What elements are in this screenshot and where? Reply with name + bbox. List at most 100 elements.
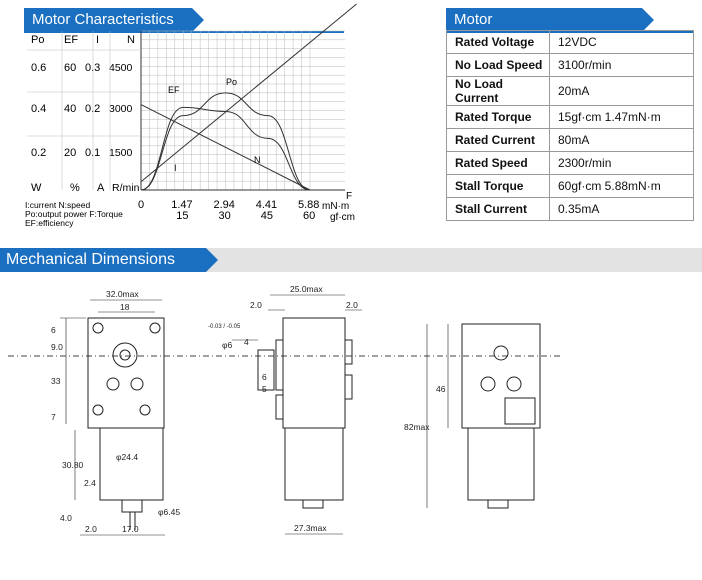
series-label-n: N xyxy=(254,155,261,165)
po-tick: 0.2 xyxy=(31,147,46,159)
x-tick-mnm: 0 xyxy=(138,199,144,211)
col-header-po: Po xyxy=(31,34,44,46)
terminal-side xyxy=(302,499,324,509)
x-tick-mnm: 4.41 xyxy=(256,199,277,211)
dimension-labels: 32.0max 18 6 9.0 33 7 30.80 2.4 4.0 2.0 … xyxy=(51,284,446,534)
x-tick-mnm: 2.94 xyxy=(214,199,235,211)
col-header-i: I xyxy=(96,34,99,46)
dim-label: 6 xyxy=(262,372,267,382)
x-tick-mnm: 1.47 xyxy=(171,199,192,211)
x-unit-f: F xyxy=(346,191,352,202)
series-label-po: Po xyxy=(226,77,237,87)
spec-label: Rated Current xyxy=(446,128,550,152)
x-tick-mnm: 5.88 xyxy=(298,199,319,211)
spec-label: Rated Torque xyxy=(446,105,550,129)
shaft xyxy=(119,349,131,361)
mount-hole xyxy=(92,322,104,334)
n-tick: 1500 xyxy=(109,147,133,159)
dim-label: φ24.4 xyxy=(116,452,138,462)
spec-label: No Load Speed xyxy=(446,53,550,77)
dim-label: 7 xyxy=(51,412,56,422)
i-tick: 0.3 xyxy=(85,62,100,74)
legend-line: EF:efficiency xyxy=(25,218,74,228)
unit-n: R/min xyxy=(112,182,140,194)
series-label-i: I xyxy=(174,163,177,173)
dim-label: 5 xyxy=(262,384,267,394)
dim-label: 6 xyxy=(51,325,56,335)
chart-grid xyxy=(27,30,345,191)
ef-tick: 20 xyxy=(64,147,76,159)
x-tick-gfcm: 15 xyxy=(176,210,188,222)
spec-label: Stall Torque xyxy=(446,174,550,198)
gearbox-rear xyxy=(461,323,541,429)
x-tick-gfcm: 30 xyxy=(219,210,231,222)
unit-ef: % xyxy=(70,182,80,194)
gearbox-side xyxy=(282,317,346,429)
legend-line: Po:output power F:Torque xyxy=(25,209,123,219)
hole xyxy=(493,345,509,361)
rear-view xyxy=(426,323,541,509)
dim-label: 25.0max xyxy=(290,284,323,294)
section-title-text: Mechanical Dimensions xyxy=(6,251,175,268)
dim-label: 18 xyxy=(120,302,130,312)
dim-label: φ6.45 xyxy=(158,507,180,517)
gearbox-front xyxy=(87,317,165,429)
characteristics-chart: Po EF I N 0.6 0.4 0.2 60 40 20 0.3 0.2 0… xyxy=(25,3,357,228)
hole xyxy=(130,377,144,391)
motor-rear xyxy=(467,427,535,501)
dim-label: 33 xyxy=(51,376,61,386)
po-tick: 0.6 xyxy=(31,62,46,74)
col-header-ef: EF xyxy=(64,34,78,46)
series-po xyxy=(140,92,311,191)
dim-label: 2.0 xyxy=(250,300,262,310)
mechanical-drawings xyxy=(8,294,560,536)
dim-label: 4.0 xyxy=(60,513,72,523)
spec-label: Rated Voltage xyxy=(446,30,550,54)
dim-label: 17.0 xyxy=(122,524,139,534)
motor-can xyxy=(99,427,164,501)
shaft-boss xyxy=(112,342,138,368)
unit-i: A xyxy=(97,182,105,194)
side-flange xyxy=(275,394,284,420)
series-label-ef: EF xyxy=(168,85,180,95)
x-unit-mnm: mN·m xyxy=(322,201,349,212)
shaft-side xyxy=(257,349,275,391)
section-title-text: Motor Characteristics xyxy=(32,11,174,28)
spec-value: 3100r/min xyxy=(549,53,694,77)
dim-label: 2.4 xyxy=(84,478,96,488)
footer-edge xyxy=(0,567,702,580)
n-tick: 4500 xyxy=(109,62,133,74)
divider xyxy=(24,31,344,33)
side-flange xyxy=(344,374,353,400)
mount-hole xyxy=(139,404,151,416)
series-ef xyxy=(140,106,311,191)
po-tick: 0.4 xyxy=(31,103,46,115)
dim-label: 27.3max xyxy=(294,523,327,533)
dim-label: 2.0 xyxy=(85,524,97,534)
n-tick: 3000 xyxy=(109,103,133,115)
dim-label: 46 xyxy=(436,384,446,394)
hole xyxy=(480,376,496,392)
series-i xyxy=(140,3,357,183)
chart-curves xyxy=(140,3,357,191)
ef-tick: 40 xyxy=(64,103,76,115)
dim-label: 2.0 xyxy=(346,300,358,310)
terminal-rear xyxy=(487,499,509,509)
dim-label: 82max xyxy=(404,422,430,432)
label-plate xyxy=(504,397,536,425)
spec-label: Stall Current xyxy=(446,197,550,221)
x-unit-gfcm: gf·cm xyxy=(330,212,355,223)
front-view xyxy=(60,299,165,536)
dim-label: 32.0max xyxy=(106,289,139,299)
spec-label: No Load Current xyxy=(446,76,550,106)
motor-side xyxy=(284,427,344,501)
dim-label: 30.80 xyxy=(62,460,84,470)
dim-label: 9.0 xyxy=(51,342,63,352)
